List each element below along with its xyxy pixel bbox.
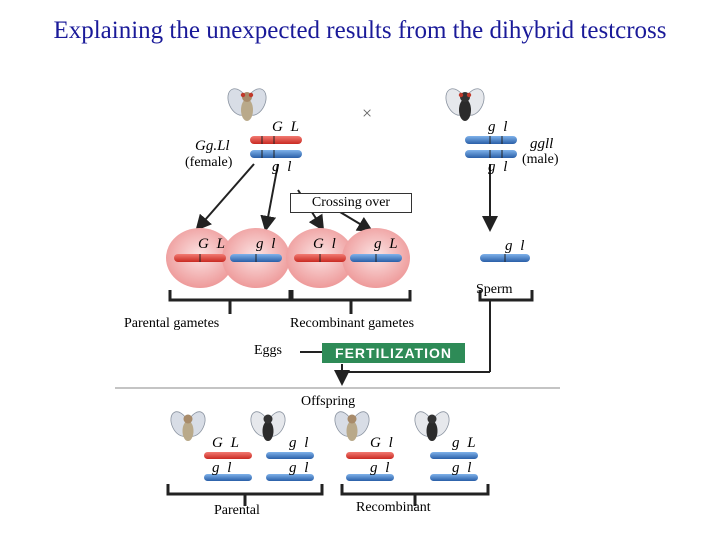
offspring-fly-black-icon <box>250 411 286 441</box>
offspring-fly-gray-icon <box>170 411 206 441</box>
offspring-brackets <box>166 484 490 506</box>
offspring-4-top: g L <box>452 435 478 451</box>
male-bottom-alleles: g l <box>488 159 510 175</box>
female-sex-label: (female) <box>185 155 233 170</box>
sperm-alleles: g l <box>505 238 527 254</box>
offspring-chromosomes <box>204 452 478 481</box>
crossing-over-box: Crossing over <box>290 193 412 213</box>
offspring-fly-gray-2-icon <box>334 411 370 441</box>
gray-fly-icon <box>227 88 267 121</box>
recombinant-label: Recombinant <box>356 500 431 515</box>
female-chromosome-pair <box>250 136 302 158</box>
female-top-alleles: G L <box>272 119 301 135</box>
egg-alleles-1: G L <box>198 236 227 252</box>
egg-cells <box>166 228 410 288</box>
male-genotype: ggll <box>530 136 554 152</box>
gamete-brackets <box>168 290 534 314</box>
male-top-alleles: g l <box>488 119 510 135</box>
egg-alleles-3: G l <box>313 236 338 252</box>
offspring-3-top: G l <box>370 435 395 451</box>
offspring-1-bottom: g l <box>212 460 234 476</box>
offspring-2-top: g l <box>289 435 311 451</box>
female-bottom-alleles: g l <box>272 159 294 175</box>
male-chromosome-pair <box>465 136 517 158</box>
offspring-1-top: G L <box>212 435 241 451</box>
offspring-3-bottom: g l <box>370 460 392 476</box>
offspring-label: Offspring <box>301 394 356 409</box>
black-fly-icon <box>445 88 485 121</box>
sperm-label: Sperm <box>476 282 513 297</box>
egg-alleles-2: g l <box>256 236 278 252</box>
parental-label: Parental <box>214 503 260 518</box>
fertilization-arrows <box>300 300 491 386</box>
offspring-4-bottom: g l <box>452 460 474 476</box>
offspring-2-bottom: g l <box>289 460 311 476</box>
cross-symbol: × <box>362 103 373 123</box>
eggs-label: Eggs <box>254 343 282 358</box>
egg-alleles-4: g L <box>374 236 400 252</box>
female-genotype: Gg.Ll <box>195 138 230 154</box>
parental-gametes-label: Parental gametes <box>124 316 220 331</box>
page-title: Explaining the unexpected results from t… <box>53 17 667 44</box>
recombinant-gametes-label: Recombinant gametes <box>290 316 415 331</box>
male-sex-label: (male) <box>522 152 559 167</box>
sperm-chromosome <box>480 254 530 262</box>
fertilization-label: FERTILIZATION <box>322 343 465 363</box>
offspring-fly-black-2-icon <box>414 411 450 441</box>
